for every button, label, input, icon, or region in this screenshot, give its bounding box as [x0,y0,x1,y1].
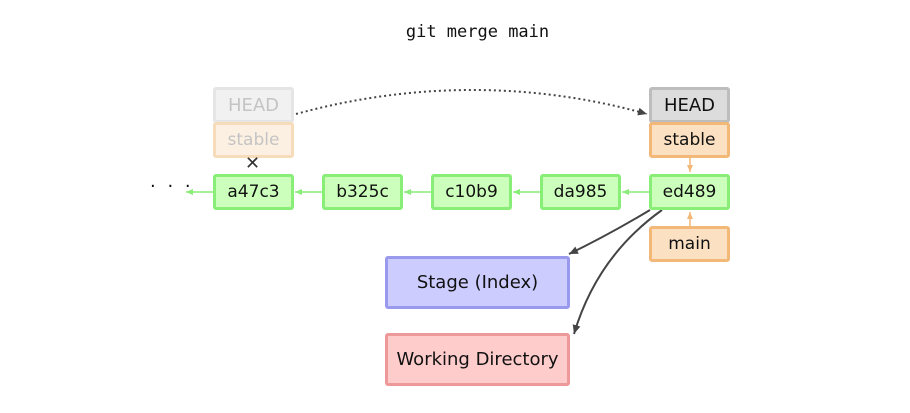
stable-old-label: stable [213,122,294,158]
history-ellipsis: · · · [150,176,194,197]
commit-da985: da985 [540,174,621,210]
head-label: HEAD [649,87,730,123]
commit-ed489: ed489 [649,174,730,210]
commit-to-workdir-arrow [572,209,663,335]
stage-index-box: Stage (Index) [385,256,570,309]
head-move-arrow [295,88,648,116]
detached-mark: ✕ [245,153,261,174]
command-title: git merge main [405,22,550,42]
head-old-label: HEAD [213,87,294,123]
commit-to-stage-arrow [568,209,651,255]
commit-a47c3: a47c3 [213,174,294,210]
working-directory-box: Working Directory [385,333,570,386]
stable-branch-label: stable [649,122,730,158]
commit-b325c: b325c [322,174,403,210]
commit-c10b9: c10b9 [431,174,512,210]
main-branch-label: main [649,226,730,262]
